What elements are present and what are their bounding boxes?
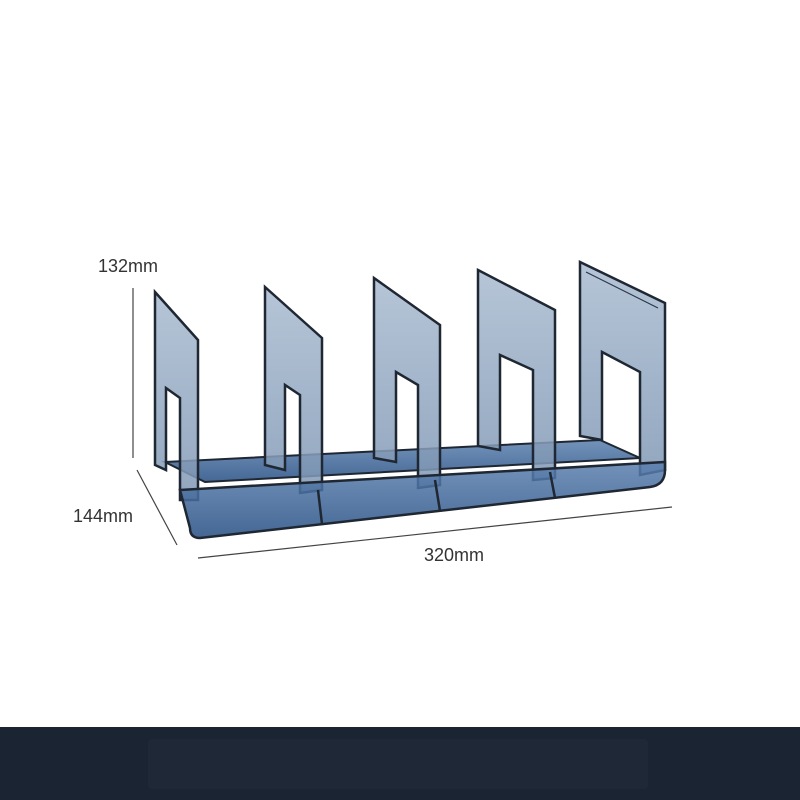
right-panel-bevel	[585, 271, 659, 309]
footer-band-inner	[148, 739, 648, 789]
divider-panel-2	[263, 284, 324, 495]
front-base	[178, 460, 667, 540]
footer-band	[0, 727, 800, 800]
divider-panel-4	[476, 267, 557, 482]
width-dimension-label: 320mm	[424, 545, 485, 565]
height-dimension-label: 132mm	[98, 256, 159, 276]
depth-dimension-label: 144mm	[73, 506, 134, 526]
dimension-lines	[132, 288, 673, 559]
divider-panel-5	[578, 260, 667, 477]
divider-panel-3	[372, 275, 442, 490]
depth-dimension-line	[136, 469, 178, 546]
divider-panel-1	[153, 288, 200, 502]
divider-panels	[153, 260, 667, 502]
width-dimension-line	[197, 506, 673, 559]
